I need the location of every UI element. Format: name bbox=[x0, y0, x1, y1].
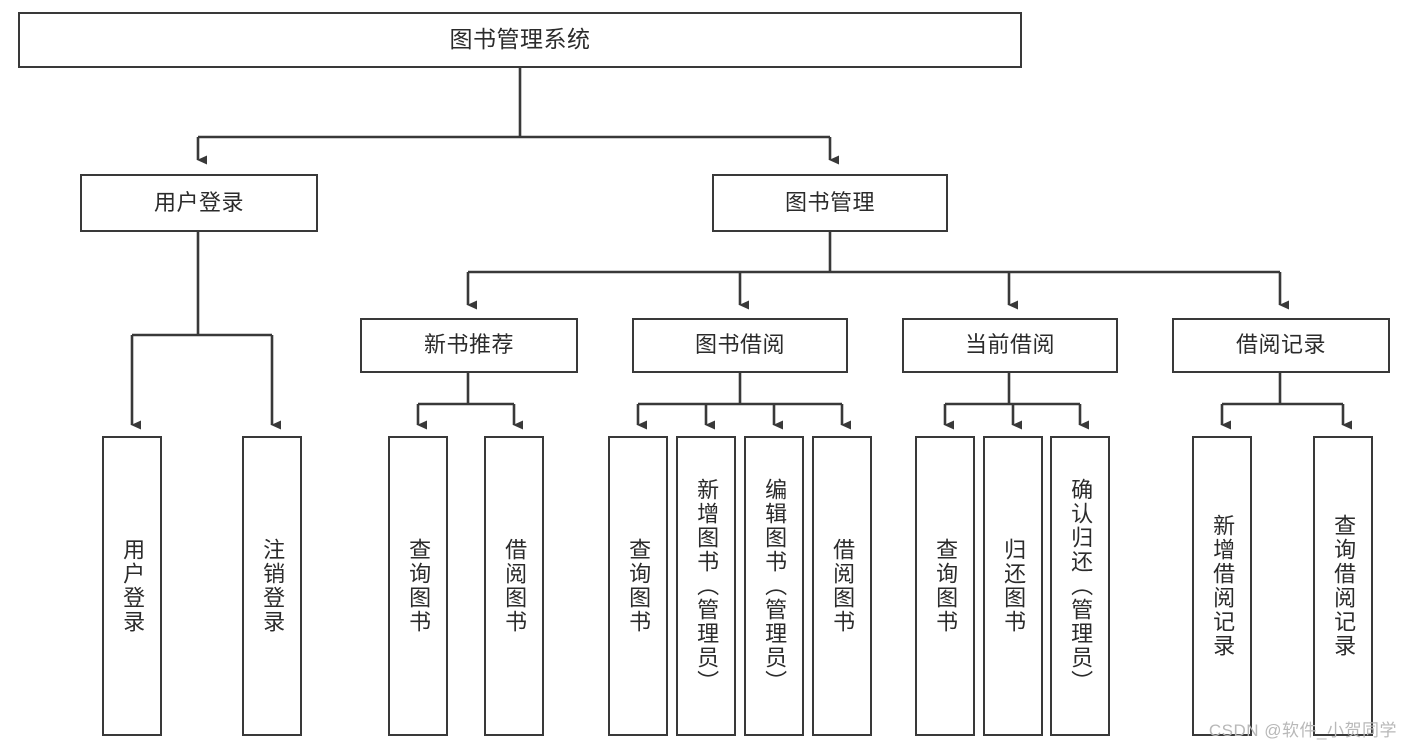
csdn-watermark: CSDN @软件_小贺同学 bbox=[1209, 716, 1397, 741]
leaf-current-return-book[interactable]: 归还图书 bbox=[983, 436, 1043, 736]
leaf-recommend-borrow-book-label: 借阅图书 bbox=[502, 538, 528, 634]
node-user-login-label: 用户登录 bbox=[153, 189, 244, 215]
leaf-record-query-borrow-record-label: 查询借阅记录 bbox=[1331, 514, 1357, 658]
csdn-watermark-text: CSDN @软件_小贺同学 bbox=[1208, 721, 1397, 740]
node-new-book-recommend[interactable]: 新书推荐 bbox=[360, 318, 578, 373]
node-borrow-record[interactable]: 借阅记录 bbox=[1172, 318, 1390, 373]
node-book-management[interactable]: 图书管理 bbox=[712, 174, 948, 232]
leaf-borrow-edit-book-admin-label: 编辑图书（管理员） bbox=[762, 478, 788, 694]
node-book-borrow-label: 图书借阅 bbox=[694, 332, 785, 358]
leaf-borrow-query-book-label: 查询图书 bbox=[626, 538, 652, 634]
leaf-user-login[interactable]: 用户登录 bbox=[102, 436, 162, 736]
leaf-record-add-borrow-record[interactable]: 新增借阅记录 bbox=[1192, 436, 1252, 736]
leaf-record-query-borrow-record[interactable]: 查询借阅记录 bbox=[1313, 436, 1373, 736]
leaf-borrow-add-book-admin-label: 新增图书（管理员） bbox=[694, 478, 720, 694]
leaf-borrow-query-book[interactable]: 查询图书 bbox=[608, 436, 668, 736]
leaf-record-add-borrow-record-label: 新增借阅记录 bbox=[1210, 514, 1236, 658]
node-book-borrow[interactable]: 图书借阅 bbox=[632, 318, 848, 373]
leaf-current-query-book-label: 查询图书 bbox=[933, 538, 959, 634]
leaf-recommend-query-book-label: 查询图书 bbox=[406, 538, 432, 634]
leaf-borrow-edit-book-admin[interactable]: 编辑图书（管理员） bbox=[744, 436, 804, 736]
node-new-book-recommend-label: 新书推荐 bbox=[423, 332, 514, 358]
leaf-recommend-borrow-book[interactable]: 借阅图书 bbox=[484, 436, 544, 736]
node-root-book-management-system[interactable]: 图书管理系统 bbox=[18, 12, 1022, 68]
node-root-label: 图书管理系统 bbox=[449, 26, 591, 53]
node-current-borrow[interactable]: 当前借阅 bbox=[902, 318, 1118, 373]
leaf-user-logout[interactable]: 注销登录 bbox=[242, 436, 302, 736]
leaf-borrow-borrow-book-label: 借阅图书 bbox=[830, 538, 856, 634]
node-book-management-label: 图书管理 bbox=[784, 189, 875, 215]
leaf-user-login-label: 用户登录 bbox=[120, 538, 146, 634]
node-current-borrow-label: 当前借阅 bbox=[964, 332, 1055, 358]
leaf-current-return-book-label: 归还图书 bbox=[1001, 538, 1027, 634]
leaf-borrow-add-book-admin[interactable]: 新增图书（管理员） bbox=[676, 436, 736, 736]
leaf-current-query-book[interactable]: 查询图书 bbox=[915, 436, 975, 736]
node-borrow-record-label: 借阅记录 bbox=[1235, 332, 1326, 358]
leaf-recommend-query-book[interactable]: 查询图书 bbox=[388, 436, 448, 736]
leaf-current-confirm-return-admin-label: 确认归还（管理员） bbox=[1068, 478, 1094, 694]
leaf-user-logout-label: 注销登录 bbox=[260, 538, 286, 634]
leaf-borrow-borrow-book[interactable]: 借阅图书 bbox=[812, 436, 872, 736]
leaf-current-confirm-return-admin[interactable]: 确认归还（管理员） bbox=[1050, 436, 1110, 736]
node-user-login[interactable]: 用户登录 bbox=[80, 174, 318, 232]
